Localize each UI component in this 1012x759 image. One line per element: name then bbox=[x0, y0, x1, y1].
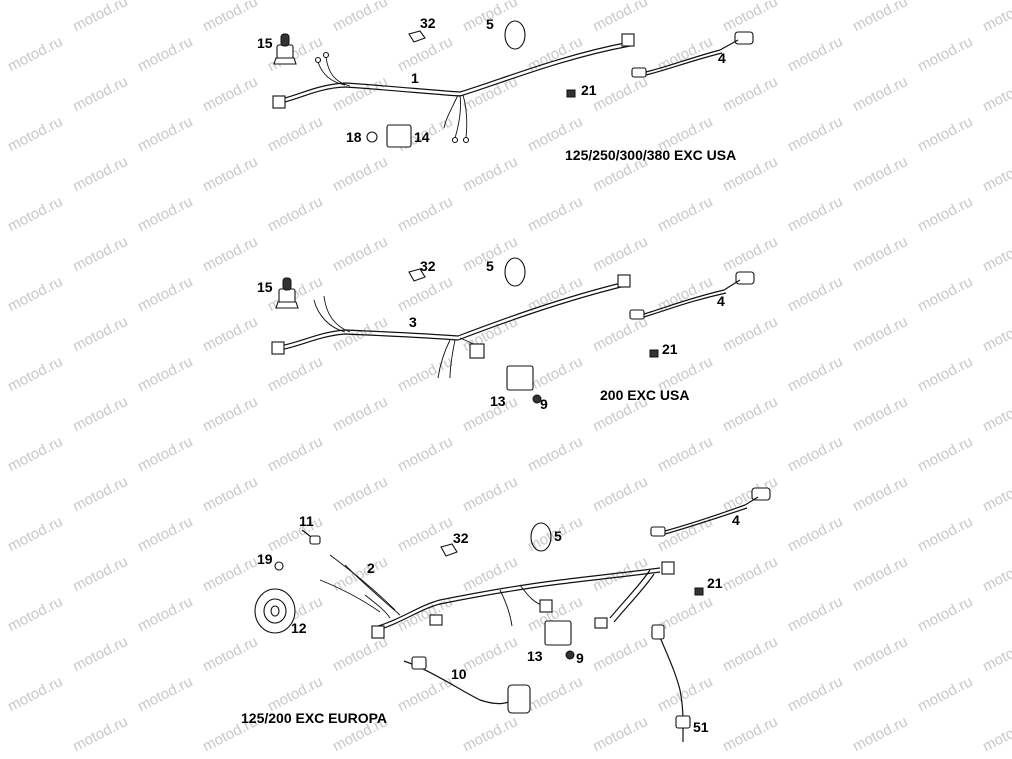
wiring-harness-1 bbox=[272, 33, 635, 144]
label-15: 15 bbox=[257, 279, 273, 295]
regulator-13 bbox=[506, 365, 534, 391]
nut-19 bbox=[274, 561, 284, 571]
label-18: 18 bbox=[346, 129, 362, 145]
sensor-51 bbox=[651, 624, 691, 742]
label-4: 4 bbox=[732, 512, 740, 528]
switch-15 bbox=[275, 277, 299, 309]
label-3: 3 bbox=[409, 314, 417, 330]
part-32 bbox=[408, 30, 426, 43]
cable-tie-5 bbox=[504, 20, 526, 50]
wiring-harness-3 bbox=[271, 274, 631, 379]
label-1: 1 bbox=[411, 70, 419, 86]
part-21 bbox=[649, 349, 659, 358]
label-21: 21 bbox=[581, 82, 597, 98]
label-32: 32 bbox=[420, 15, 436, 31]
cable-tie-5 bbox=[504, 257, 526, 287]
label-12: 12 bbox=[291, 620, 307, 636]
label-15: 15 bbox=[257, 35, 273, 51]
label-5: 5 bbox=[486, 258, 494, 274]
label-11: 11 bbox=[299, 513, 314, 529]
label-14: 14 bbox=[414, 129, 430, 145]
label-10: 10 bbox=[451, 666, 467, 682]
label-21: 21 bbox=[662, 341, 678, 357]
label-21: 21 bbox=[707, 575, 723, 591]
screw-18 bbox=[366, 131, 378, 143]
label-9: 9 bbox=[540, 396, 548, 412]
section-1-drawing bbox=[272, 20, 754, 148]
label-4: 4 bbox=[717, 293, 725, 309]
label-13: 13 bbox=[527, 648, 543, 664]
section-caption: 125/200 EXC EUROPA bbox=[241, 710, 388, 726]
label-32: 32 bbox=[453, 530, 469, 546]
cable-4 bbox=[629, 271, 755, 320]
part-21 bbox=[566, 89, 576, 98]
part-21 bbox=[694, 587, 704, 596]
part-32 bbox=[440, 543, 458, 557]
label-13: 13 bbox=[490, 393, 506, 409]
cable-10 bbox=[403, 656, 531, 714]
switch-15 bbox=[273, 33, 297, 65]
section-caption: 200 EXC USA bbox=[600, 387, 690, 403]
label-9: 9 bbox=[576, 650, 584, 666]
label-5: 5 bbox=[554, 528, 562, 544]
label-32: 32 bbox=[420, 258, 436, 274]
wiring-harness-2 bbox=[319, 554, 675, 639]
horn-12 bbox=[254, 588, 296, 634]
relay-14 bbox=[386, 124, 412, 148]
cable-4 bbox=[650, 487, 771, 537]
label-19: 19 bbox=[257, 551, 273, 567]
section-3-drawing bbox=[254, 487, 771, 742]
cable-4 bbox=[631, 31, 754, 78]
label-4: 4 bbox=[718, 50, 726, 66]
label-2: 2 bbox=[367, 560, 375, 576]
section-2-drawing bbox=[271, 257, 755, 404]
screw-9 bbox=[532, 394, 542, 404]
cable-tie-5 bbox=[530, 522, 552, 552]
label-51: 51 bbox=[693, 719, 709, 735]
section-caption: 125/250/300/380 EXC USA bbox=[565, 147, 737, 163]
regulator-13 bbox=[544, 620, 572, 646]
label-5: 5 bbox=[486, 16, 494, 32]
screw-9 bbox=[565, 650, 575, 660]
part-32 bbox=[408, 268, 426, 282]
